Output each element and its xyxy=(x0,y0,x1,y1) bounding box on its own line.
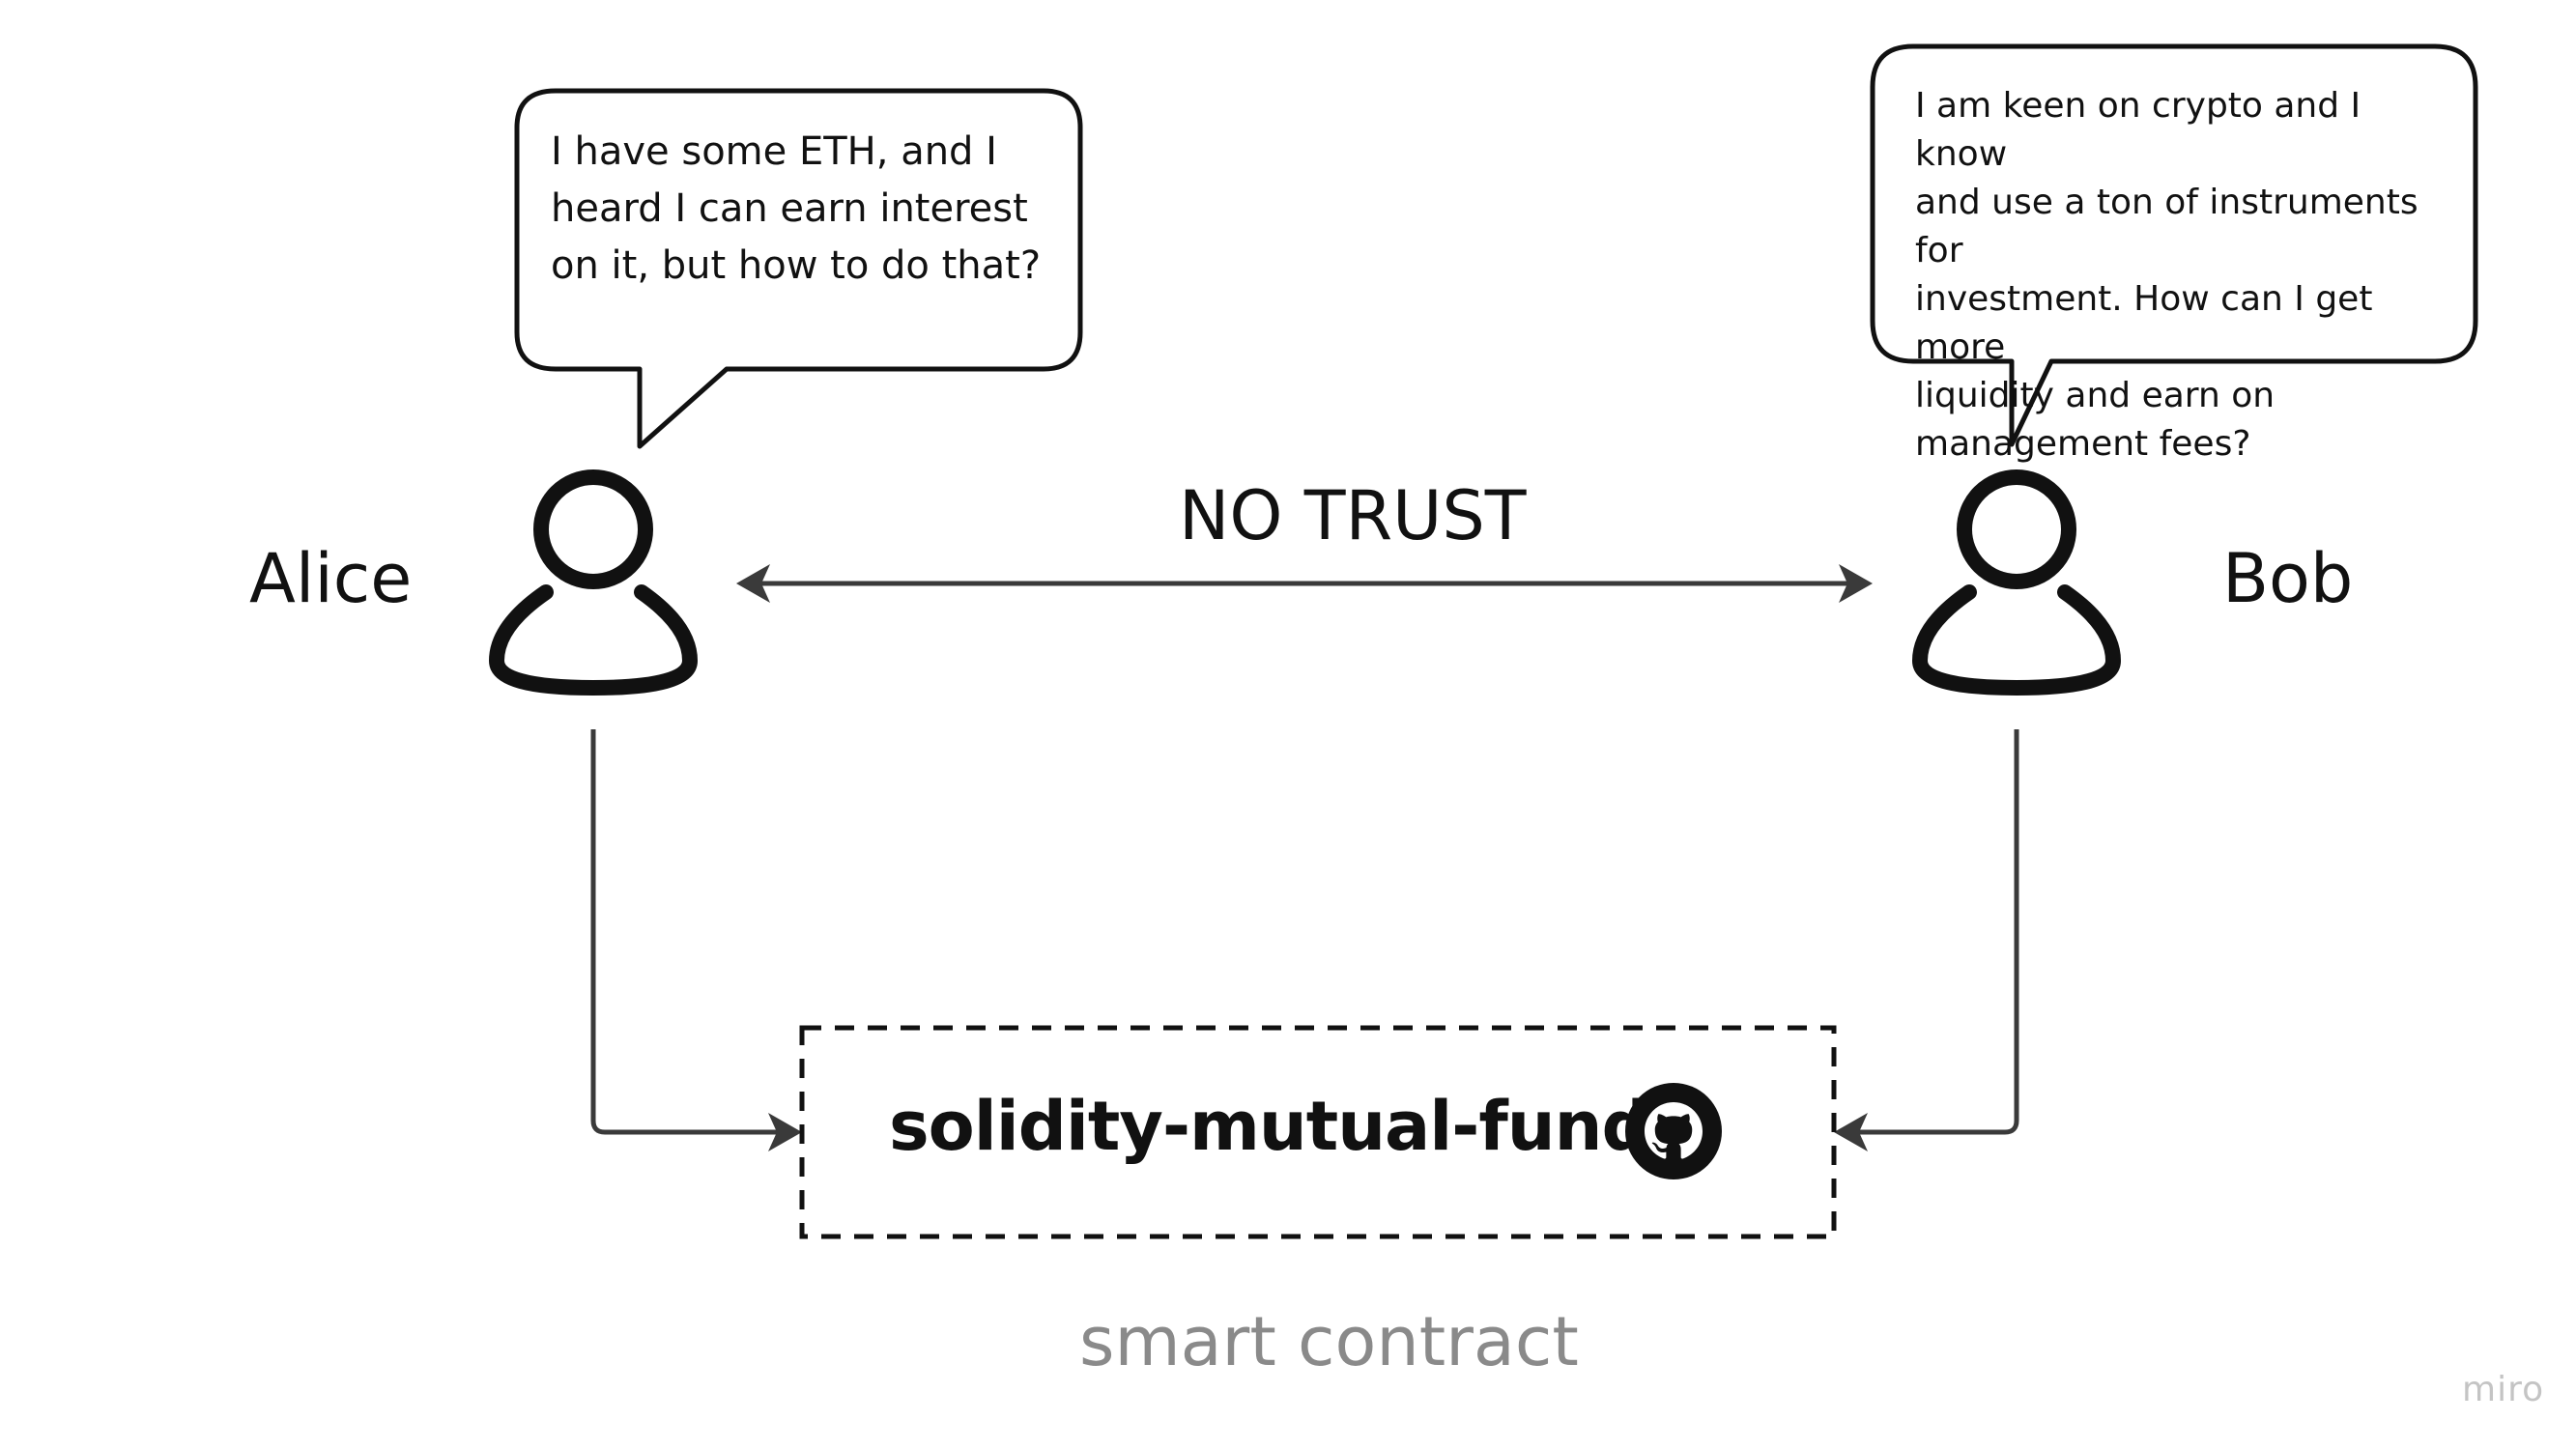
alice-speech-text: I have some ETH, and I heard I can earn … xyxy=(551,129,1042,288)
contract-name: solidity-mutual-fund xyxy=(889,1087,1650,1166)
no-trust-double-arrow xyxy=(736,564,1873,603)
alice-connector-arrow xyxy=(590,729,802,1151)
bob-connector-arrow xyxy=(1834,729,2019,1151)
bob-speech-bubble xyxy=(1870,43,2478,447)
contract-box xyxy=(799,1025,1837,1239)
contract-caption: smart contract xyxy=(1079,1302,1579,1381)
miro-watermark: miro xyxy=(2462,1370,2545,1409)
bob-name: Bob xyxy=(2222,539,2354,618)
no-trust-label: NO TRUST xyxy=(1179,476,1527,555)
bob-speech-text: I am keen on crypto and I know and use a… xyxy=(1915,86,2419,464)
alice-speech-bubble xyxy=(514,88,1083,449)
github-icon[interactable] xyxy=(1625,1083,1722,1179)
alice-name: Alice xyxy=(249,539,413,618)
bob-user-icon xyxy=(1911,469,2122,696)
alice-user-icon xyxy=(488,469,699,696)
